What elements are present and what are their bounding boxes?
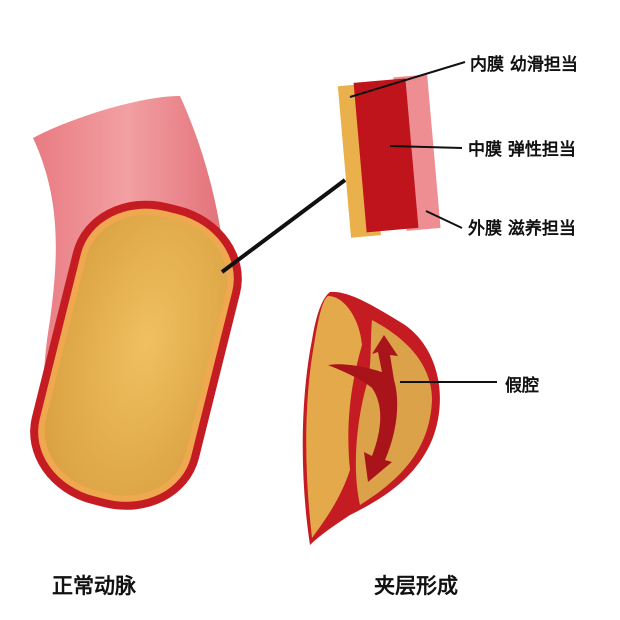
- intima-label: 内膜 幼滑担当: [470, 55, 578, 75]
- intima-leader: [349, 61, 466, 98]
- wall-layers: [337, 74, 441, 238]
- false-lumen-label: 假腔: [505, 376, 539, 396]
- true-lumen: [306, 296, 362, 538]
- dissection: [302, 291, 440, 545]
- adventitia-label: 外膜 滋养担当: [468, 219, 576, 239]
- adventitia-leader: [425, 210, 463, 229]
- dissection-label: 夹层形成: [374, 574, 458, 598]
- media-label: 中膜 弹性担当: [468, 140, 576, 160]
- normal-artery: [30, 96, 242, 510]
- artery-lumen: [44, 214, 228, 496]
- normal-artery-label: 正常动脉: [52, 574, 136, 598]
- media-leader: [389, 145, 463, 149]
- connector-line: [220, 178, 347, 274]
- media-layer: [353, 78, 419, 233]
- blood-flow-arrow: [328, 335, 398, 482]
